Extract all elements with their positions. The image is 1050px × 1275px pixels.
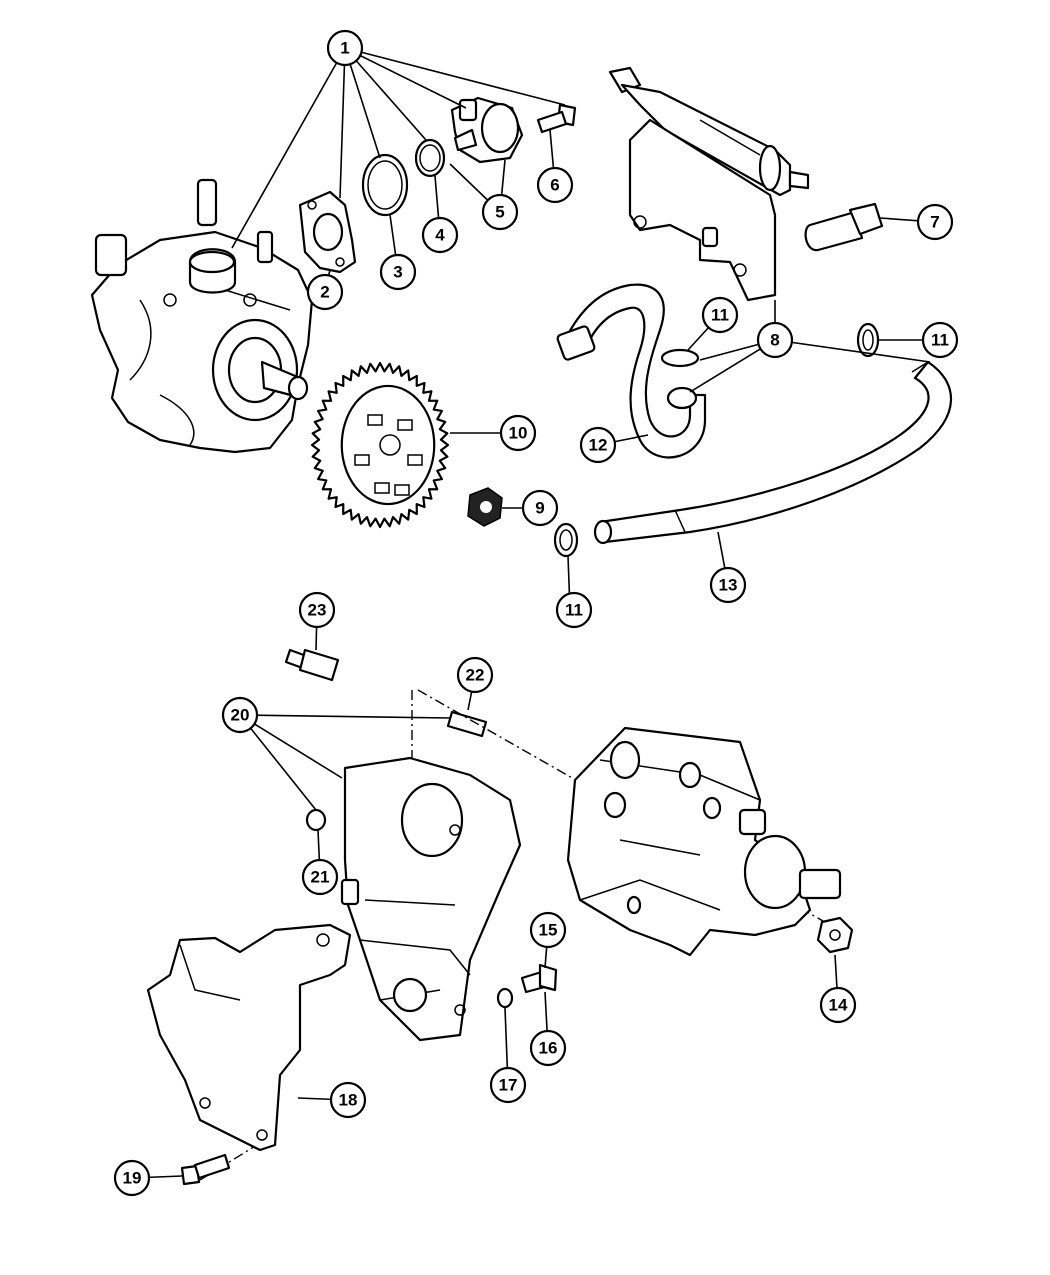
timing-cover [340,756,522,1042]
callout-12: 12 [579,426,617,464]
callout-19: 19 [113,1159,151,1197]
callout-10: 10 [499,414,537,452]
regulator-bolt [536,103,577,134]
pump-nut [816,916,854,954]
stud-spacer [284,648,340,682]
hose-clamp-2 [856,322,880,358]
washer [496,987,514,1009]
fuel-hose-short [556,283,707,459]
callout-15: 15 [529,911,567,949]
callout-9: 9 [521,489,559,527]
svg-text:2: 2 [320,283,329,302]
callout-11-upper: 11 [701,296,739,334]
callout-16: 16 [529,1029,567,1067]
svg-text:9: 9 [535,499,544,518]
callout-11-lower: 11 [555,591,593,629]
fuel-hose-long [593,360,953,545]
injection-pump-lower [566,726,842,957]
o-ring-large-inner [367,160,403,210]
svg-text:13: 13 [719,576,738,595]
svg-text:11: 11 [711,306,729,325]
callout-8: 8 [756,321,794,359]
svg-text:3: 3 [393,263,402,282]
svg-text:11: 11 [565,601,583,620]
callout-13: 13 [709,566,747,604]
svg-text:23: 23 [308,601,327,620]
callout-21: 21 [301,858,339,896]
fuel-filter-bracket [608,66,810,302]
callout-14: 14 [819,986,857,1024]
callout-17: 17 [489,1066,527,1104]
callout-20: 20 [221,696,259,734]
svg-text:10: 10 [509,424,528,443]
pump-flange-gasket [298,190,357,274]
callout-22: 22 [456,656,494,694]
svg-text:8: 8 [770,331,779,350]
stud [446,710,488,738]
callout-18: 18 [329,1081,367,1119]
callout-23: 23 [298,591,336,629]
callout-5: 5 [481,193,519,231]
svg-text:17: 17 [499,1076,518,1095]
callout-4: 4 [421,216,459,254]
svg-text:1: 1 [340,39,349,58]
hose-clamp-3 [553,522,579,558]
svg-text:19: 19 [123,1169,142,1188]
heat-shield [146,923,352,1152]
callout-2: 2 [306,273,344,311]
o-ring-large [361,153,409,217]
svg-text:21: 21 [311,868,330,887]
callout-11-right: 11 [921,321,959,359]
gear-nut [467,487,503,527]
callout-7: 7 [916,203,954,241]
svg-text:7: 7 [930,213,939,232]
hose-clamp-1 [660,348,700,368]
pump-drive-gear [310,361,450,529]
svg-text:22: 22 [466,666,485,685]
callout-3: 3 [379,253,417,291]
svg-text:4: 4 [435,226,445,245]
svg-text:16: 16 [539,1039,558,1058]
callout-1: 1 [326,29,364,67]
bracket-bolt [804,202,884,252]
svg-text:12: 12 [589,436,608,455]
cover-bolt [520,963,558,994]
svg-text:14: 14 [829,996,848,1015]
cover-seal [305,808,327,832]
svg-text:11: 11 [931,331,949,350]
svg-text:15: 15 [539,921,558,940]
svg-text:5: 5 [495,203,504,222]
svg-text:6: 6 [550,176,559,195]
o-ring-small-inner [419,144,441,172]
pressure-regulator-valve [450,96,524,164]
svg-text:20: 20 [231,706,250,725]
shield-bolt [180,1153,231,1186]
svg-text:18: 18 [339,1091,358,1110]
injection-pump [90,178,314,454]
callout-6: 6 [536,166,574,204]
